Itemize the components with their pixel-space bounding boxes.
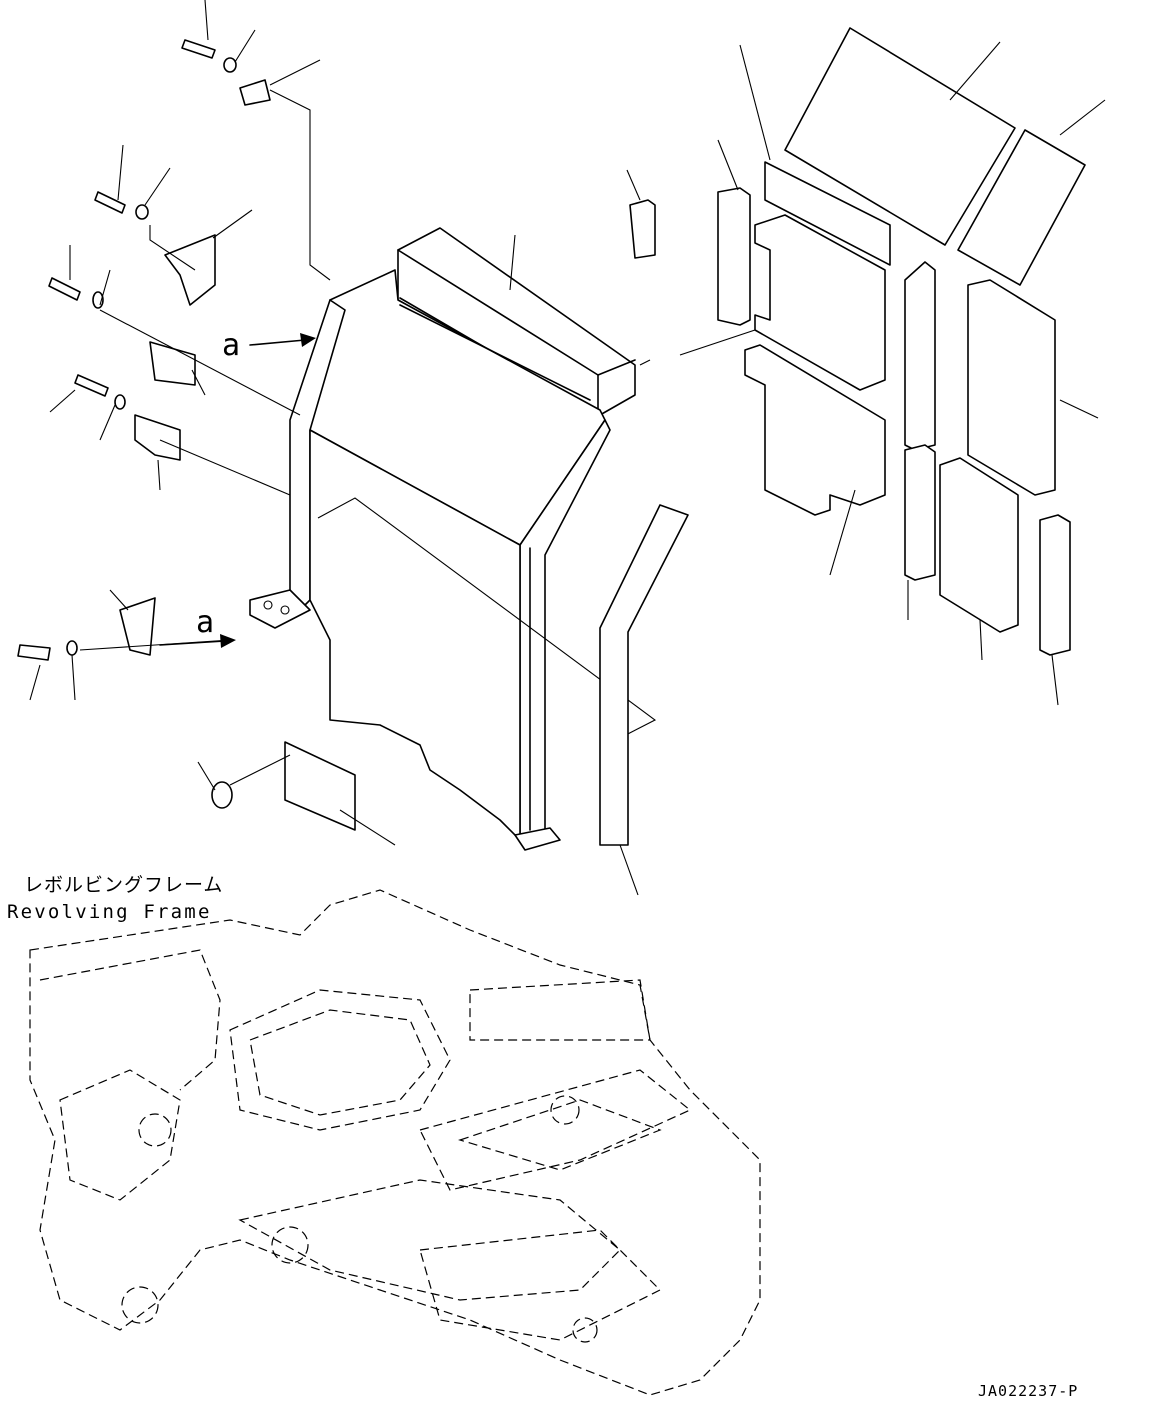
revolving-frame (29, 889, 761, 1396)
view-arrows (159, 333, 316, 648)
insulation-pads (599, 27, 1106, 896)
fasteners (17, 0, 651, 846)
revolving-frame-label-en: Revolving Frame (7, 901, 212, 923)
view-label-a-bottom: a (196, 605, 214, 640)
revolving-frame-label-jp: レボルビングフレーム (24, 874, 223, 896)
partition-duct-assembly (249, 227, 657, 851)
drawing-code: JA022237-P (978, 1382, 1078, 1400)
view-label-a-top: a (222, 328, 240, 363)
